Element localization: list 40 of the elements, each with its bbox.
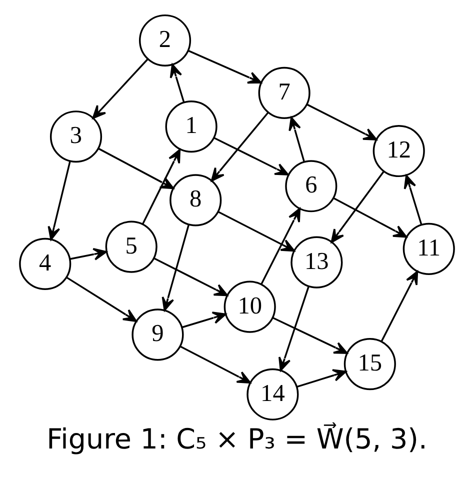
arrow [180,346,251,384]
node-circle: 1 [165,100,218,153]
arrow [330,170,384,243]
arrow [182,312,226,328]
node-circle: 13 [290,236,343,288]
node-circle: 5 [105,220,158,273]
arrow [92,58,148,119]
arrow [48,160,71,240]
arrow [213,136,289,176]
arrow [162,224,190,312]
node-circle: 2 [138,14,192,67]
arrow [404,174,422,225]
arrow [272,317,348,354]
arrow [154,258,228,296]
node-circle: 11 [402,222,455,275]
arrow [210,112,269,182]
caption: Figure 1: C₅ × P₃ = W⃗(5, 3). [46,422,428,456]
node-circle: 14 [246,368,299,420]
arrow [380,270,418,342]
arrow [70,248,108,260]
node-circle: 7 [258,66,310,119]
arrow [188,50,262,84]
arrow [66,276,137,322]
arrow [333,197,408,238]
arrow [170,64,185,102]
node-circle: 3 [50,110,102,163]
node-circle: 6 [285,160,338,212]
arrow [260,208,301,285]
node-circle: 9 [132,308,184,361]
node-circle: 4 [19,238,72,290]
node-circle: 10 [224,280,276,333]
arrow [278,286,310,372]
arrow [142,149,181,225]
arrow [218,211,295,252]
node-circle: 8 [170,174,222,226]
node-circle: 15 [344,338,396,390]
node-circle: 12 [372,124,425,178]
arrow [306,104,378,140]
arrow [288,116,305,162]
arrow [296,369,347,388]
